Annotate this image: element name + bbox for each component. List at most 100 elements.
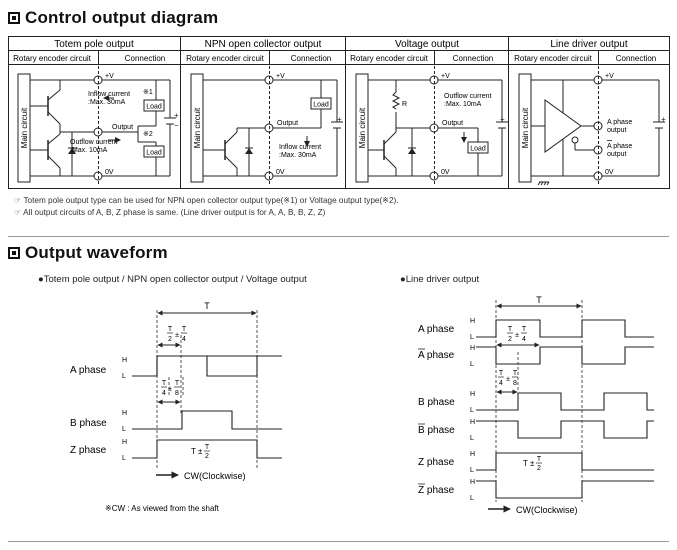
frac-den: 2	[205, 453, 209, 460]
abar-phase-label: A phase	[418, 350, 455, 361]
a-phase-signal	[132, 355, 257, 377]
vplus-label: +V	[105, 73, 114, 80]
frac-num: T	[182, 326, 187, 333]
frac-den: 2	[537, 465, 541, 472]
main-circuit-label: Main circuit	[20, 107, 29, 148]
ov-label: 0V	[105, 169, 114, 176]
high-label: H	[470, 318, 475, 325]
z-phase-signal	[476, 452, 654, 471]
inflow-label: Inflow current	[279, 144, 321, 151]
low-label: L	[122, 455, 126, 462]
load-box	[143, 99, 165, 112]
battery-plus: +	[500, 115, 505, 124]
frac-num: T	[508, 326, 513, 333]
output-waveform-title: Output waveform	[8, 243, 168, 263]
square-bullet-icon	[8, 12, 20, 24]
load-label: Load	[470, 146, 486, 153]
output-label: Output	[112, 124, 133, 131]
panel-left-header: Rotary encoder circuit	[350, 54, 429, 63]
z-phase-label: Z phase	[418, 457, 455, 468]
frac-den: 2	[168, 336, 172, 343]
a-output-label-2: output	[607, 127, 627, 134]
cw-label: CW(Clockwise)	[184, 471, 246, 481]
note-output-circuits: ☞ All output circuits of A, B, Z phase i…	[14, 208, 326, 217]
vplus-label: +V	[441, 73, 450, 80]
control-diagram: Totem pole output Rotary encoder circuit…	[8, 36, 670, 189]
frac-num: T	[175, 380, 180, 387]
battery-minus: −	[174, 121, 179, 130]
plus-minus: ±	[168, 386, 172, 393]
battery-plus: +	[661, 115, 666, 124]
low-label: L	[470, 467, 474, 474]
note-totem-pole: ☞ Totem pole output type can be used for…	[14, 196, 399, 205]
outflow-value: :Max. 10mA	[70, 147, 108, 154]
outflow-value: :Max. 10mA	[444, 101, 482, 108]
frac-num: T	[205, 444, 210, 451]
ov-label: 0V	[441, 169, 450, 176]
frac-den: 4	[162, 390, 166, 397]
inflow-value: :Max. 30mA	[279, 152, 317, 159]
low-label: L	[470, 361, 474, 368]
panel-left-header: Rotary encoder circuit	[514, 54, 593, 63]
panel-voltage-output: Voltage output Rotary encoder circuit Co…	[350, 39, 508, 186]
zbar-phase-signal	[476, 480, 654, 499]
panel-left-header: Rotary encoder circuit	[13, 54, 92, 63]
period-label: T	[204, 301, 210, 311]
bbar-phase-label: B phase	[418, 425, 455, 436]
zbar-phase-label: Z phase	[418, 485, 455, 496]
bbar-phase-signal	[476, 420, 654, 439]
cw-label: CW(Clockwise)	[516, 505, 578, 515]
frac-num: T	[168, 326, 173, 333]
panel-title: NPN open collector output	[205, 39, 322, 50]
panel-right-header: Connection	[616, 54, 656, 63]
battery-plus: +	[337, 115, 342, 124]
output-waveform-title-text: Output waveform	[25, 243, 168, 262]
main-circuit-label: Main circuit	[521, 107, 530, 148]
main-circuit-label: Main circuit	[358, 107, 367, 148]
z-width-t: T	[523, 459, 528, 468]
low-label: L	[122, 426, 126, 433]
inflow-value: :Max. 30mA	[88, 99, 126, 106]
main-circuit-label: Main circuit	[193, 107, 202, 148]
panel-title: Totem pole output	[54, 39, 134, 50]
panel-right-header: Connection	[125, 54, 165, 63]
a-phase-signal	[476, 319, 654, 338]
panel-left-header: Rotary encoder circuit	[186, 54, 265, 63]
low-label: L	[470, 435, 474, 442]
frac-den: 4	[182, 336, 186, 343]
frac-den: 8	[513, 380, 517, 387]
panel-line-driver: Line driver output Rotary encoder circui…	[514, 39, 665, 186]
low-label: L	[122, 373, 126, 380]
control-output-title: Control output diagram	[8, 8, 218, 28]
period-label: T	[536, 295, 542, 305]
note-mark-1: ※1	[143, 89, 153, 96]
panel-right-header: Connection	[291, 54, 331, 63]
waveform-left: T T 2 ± T 4 A phase H L T 4 ± T 8 B phas…	[70, 301, 282, 513]
z-phase-signal	[132, 439, 282, 459]
plus-minus: ±	[506, 376, 510, 383]
plus-minus: ±	[515, 332, 519, 339]
outflow-label: Outflow current	[444, 93, 492, 100]
high-label: H	[470, 391, 475, 398]
low-label: L	[470, 407, 474, 414]
ov-label: 0V	[605, 169, 614, 176]
high-label: H	[470, 451, 475, 458]
battery-plus: +	[174, 111, 179, 120]
low-label: L	[470, 495, 474, 502]
a-output-label: A phase	[607, 119, 632, 126]
high-label: H	[470, 479, 475, 486]
a-phase-label: A phase	[70, 365, 107, 376]
control-output-title-text: Control output diagram	[25, 8, 219, 27]
abar-output-label-2: output	[607, 151, 627, 158]
b-phase-signal	[476, 392, 654, 411]
vplus-label: +V	[276, 73, 285, 80]
low-label: L	[470, 334, 474, 341]
b-phase-signal	[132, 410, 282, 430]
frac-den: 4	[499, 380, 503, 387]
high-label: H	[122, 410, 127, 417]
divider	[8, 236, 669, 237]
z-phase-label: Z phase	[70, 445, 107, 456]
frac-num: T	[522, 326, 527, 333]
z-width-t: T	[191, 447, 196, 456]
frac-den: 2	[508, 336, 512, 343]
